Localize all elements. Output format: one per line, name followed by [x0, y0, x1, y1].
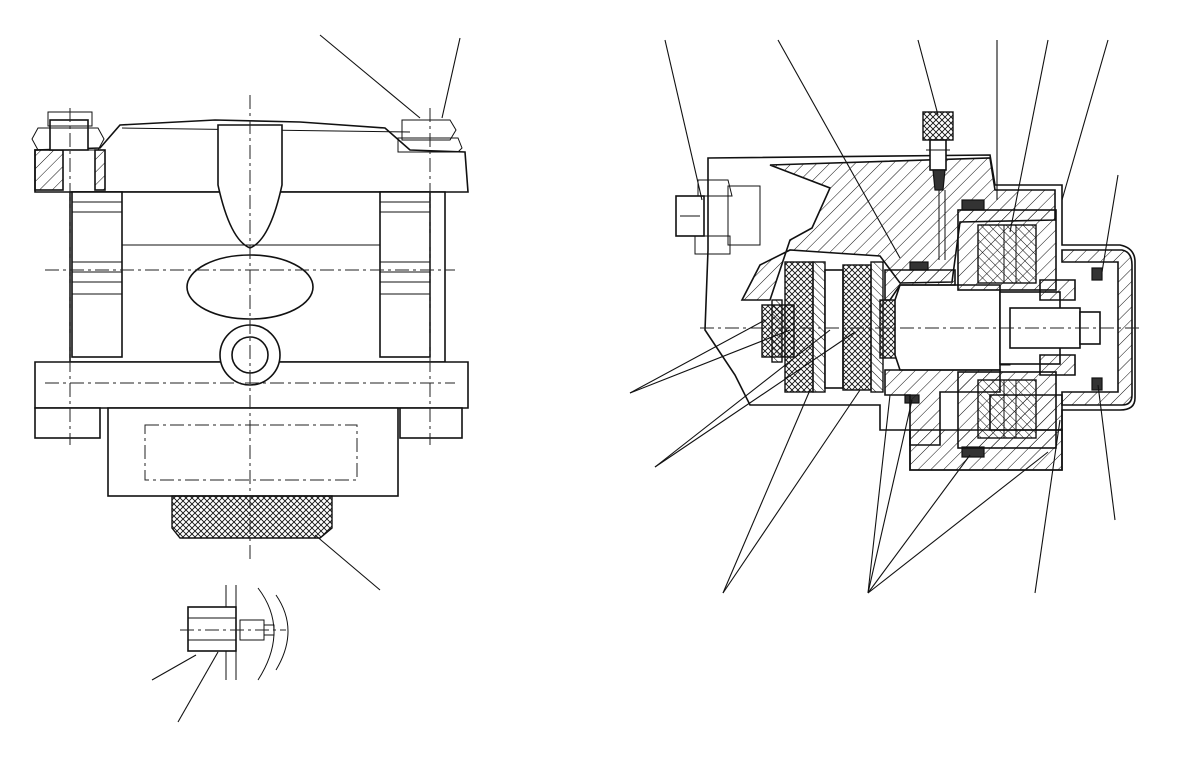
bleed-screw [922, 111, 954, 141]
housing-section [740, 157, 1056, 301]
coil-lower [977, 379, 1037, 439]
lower-housing [107, 407, 399, 497]
section-view [629, 39, 1140, 594]
detail-view [151, 585, 289, 723]
knurled-knob [171, 495, 333, 539]
front-view [31, 34, 469, 591]
detail-nut [187, 606, 237, 652]
coil-upper [977, 224, 1037, 284]
brake-disc-gap [824, 269, 844, 389]
